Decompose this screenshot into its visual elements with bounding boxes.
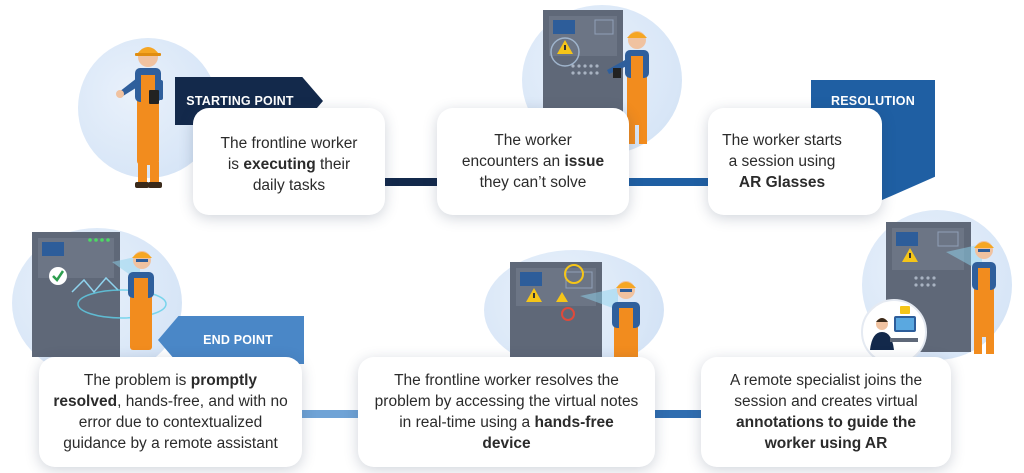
card-step-4: A remote specialist joins the session an… [701,357,951,467]
end-point-tag: END POINT [158,316,304,364]
connector-1-2 [385,178,437,186]
card-step-1-text: The frontline worker is executing their … [220,135,358,194]
card-step-6-text: The problem is promptly resolved, hands-… [53,372,288,452]
connector-5-6 [302,410,360,418]
card-step-3-text: The worker starts a session using AR Gla… [722,132,842,191]
card-step-1: The frontline worker is executing their … [193,108,385,215]
remote-specialist-icon [861,299,927,365]
card-step-5: The frontline worker resolves the proble… [358,357,655,467]
connector-4-5 [655,410,705,418]
worker-pointing-icon [116,47,163,188]
control-panel-warning-icon [543,10,649,144]
card-step-2: The worker encounters an issue they can’… [437,108,629,215]
card-step-3: The worker starts a session using AR Gla… [708,108,882,215]
card-step-4-text: A remote specialist joins the session an… [729,372,923,452]
card-step-6: The problem is promptly resolved, hands-… [39,357,302,467]
ar-annotation-icon [510,262,640,362]
ar-glasses-worker-icon [886,222,996,354]
card-step-2-text: The worker encounters an issue they can’… [461,132,605,191]
card-step-5-text: The frontline worker resolves the proble… [374,372,639,452]
connector-2-3 [628,178,710,186]
resolved-checkmark-icon [32,232,167,357]
